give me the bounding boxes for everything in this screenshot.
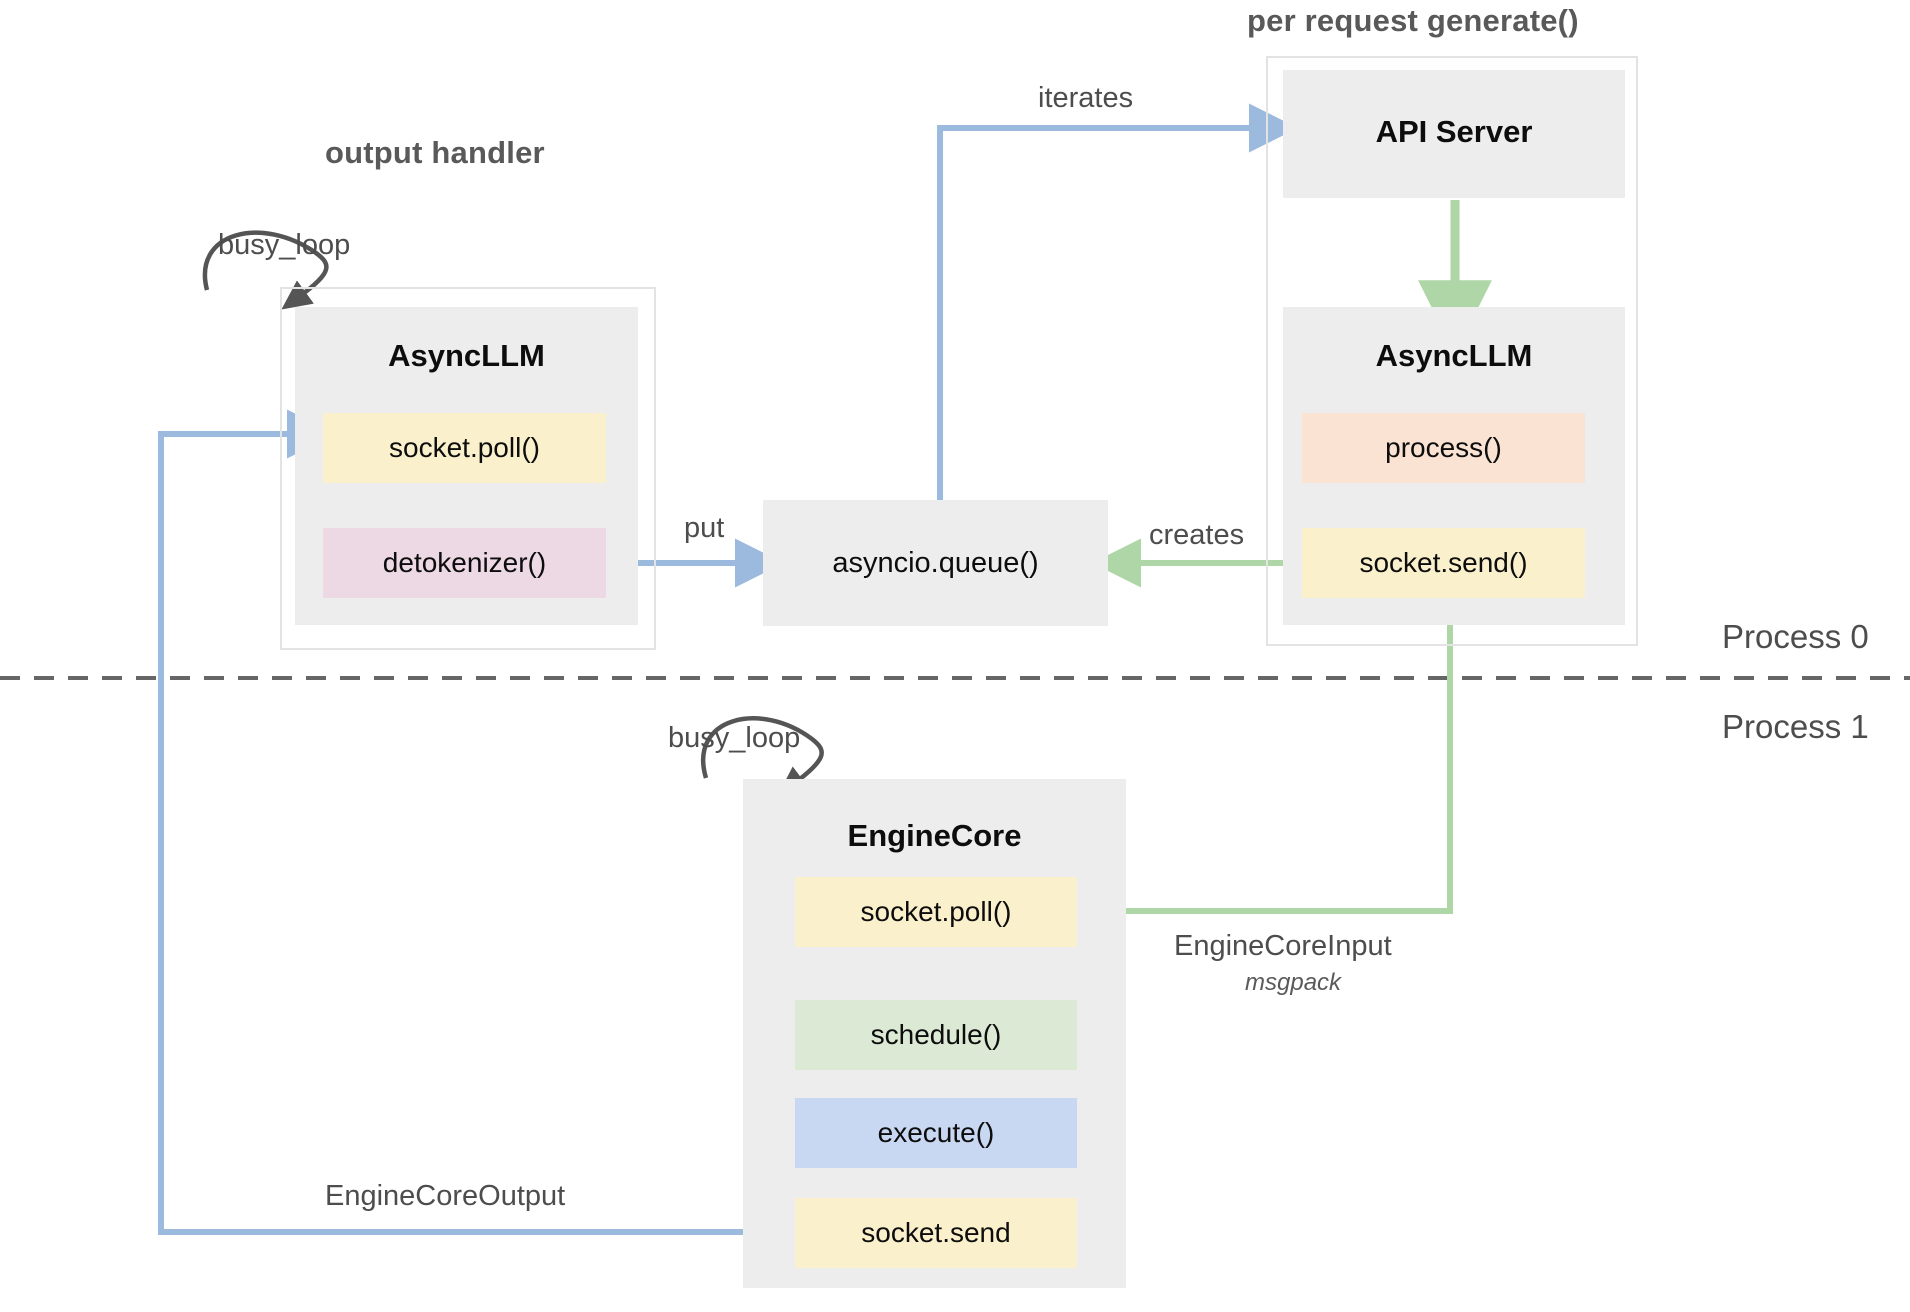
- asyncio-queue-box[interactable]: asyncio.queue(): [763, 500, 1108, 626]
- engine-core-title: EngineCore: [847, 818, 1022, 853]
- chip-process[interactable]: process(): [1302, 413, 1585, 483]
- chip-schedule[interactable]: schedule(): [795, 1000, 1077, 1070]
- group-title-output-handler: output handler: [325, 135, 545, 170]
- label-engine-core-input: EngineCoreInput: [1174, 930, 1392, 962]
- iterates-arrow: [937, 103, 1298, 500]
- chip-detokenizer[interactable]: detokenizer(): [323, 528, 606, 598]
- label-put: put: [684, 512, 725, 544]
- chip-socket-poll-core[interactable]: socket.poll(): [795, 877, 1077, 947]
- async-llm-left-title: AsyncLLM: [388, 338, 545, 373]
- chip-socket-send-core[interactable]: socket.send: [795, 1198, 1077, 1268]
- panel-output-handler: [280, 287, 656, 650]
- label-process-1: Process 1: [1722, 708, 1869, 745]
- chip-socket-poll-left[interactable]: socket.poll(): [323, 413, 606, 483]
- label-engine-core-input-sub: msgpack: [1245, 969, 1342, 996]
- chip-socket-send-right[interactable]: socket.send(): [1302, 528, 1585, 598]
- api-server-title: API Server: [1375, 114, 1533, 149]
- label-process-0: Process 0: [1722, 618, 1869, 655]
- chip-execute[interactable]: execute(): [795, 1098, 1077, 1168]
- panel-per-request: [1266, 56, 1638, 646]
- async-llm-right-title: AsyncLLM: [1375, 338, 1533, 373]
- label-creates: creates: [1149, 519, 1245, 551]
- label-iterates: iterates: [1038, 82, 1134, 114]
- group-title-per-request: per request generate(): [1247, 3, 1579, 38]
- label-engine-core-output: EngineCoreOutput: [325, 1180, 566, 1212]
- label-busy-loop-left: busy_loop: [218, 229, 351, 261]
- label-busy-loop-core: busy_loop: [668, 722, 801, 754]
- api-server-box: [1283, 70, 1625, 198]
